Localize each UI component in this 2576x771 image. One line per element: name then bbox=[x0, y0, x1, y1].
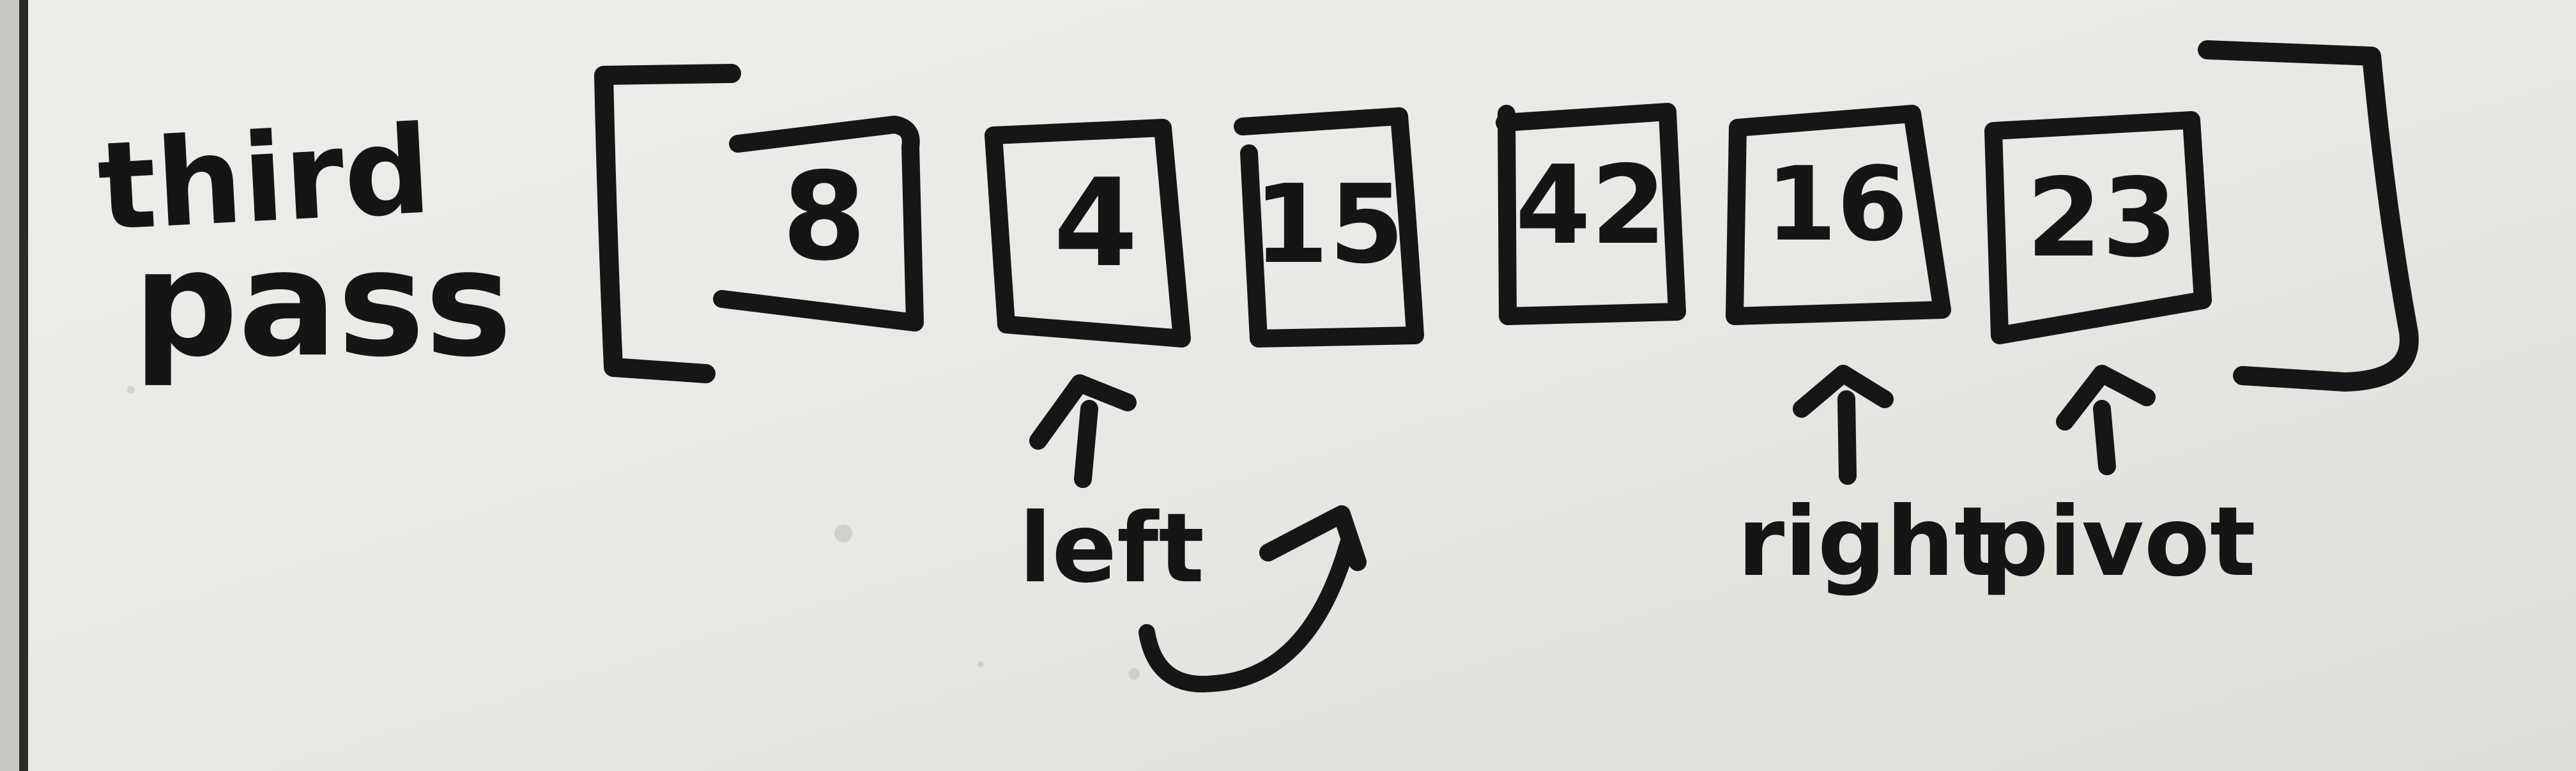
heading-pass: pass bbox=[133, 219, 512, 390]
move-curve-arrow bbox=[1138, 505, 1367, 692]
array-cell-value: 15 bbox=[1254, 162, 1405, 288]
array-cell-box bbox=[1496, 103, 1686, 325]
left-pointer-arrow bbox=[1029, 374, 1137, 488]
pivot-pointer-arrow bbox=[2056, 365, 2156, 475]
left-bracket bbox=[594, 64, 741, 383]
array-cell-box bbox=[985, 119, 1191, 347]
array-cell-box bbox=[1726, 105, 1951, 325]
array-cell-value: 8 bbox=[782, 146, 866, 287]
board-frame-margin bbox=[0, 0, 19, 771]
right-pointer-arrow bbox=[1793, 365, 1894, 485]
left-pointer-label: left bbox=[1019, 493, 1204, 604]
right-bracket bbox=[2198, 40, 2419, 392]
array-cell-value: 4 bbox=[1054, 153, 1138, 294]
board-smudges bbox=[127, 386, 1140, 680]
array-cell-box bbox=[1984, 111, 2212, 344]
array-cells bbox=[713, 103, 2212, 347]
right-pointer-label: right bbox=[1737, 487, 2000, 598]
array-cell-value: 16 bbox=[1766, 144, 1908, 264]
array-cell-value: 42 bbox=[1515, 142, 1667, 269]
board-frame-edge bbox=[19, 0, 28, 771]
array-cell-box bbox=[713, 116, 924, 332]
array-cell-box bbox=[1234, 107, 1424, 347]
array-cell-value: 23 bbox=[2027, 155, 2178, 282]
pivot-pointer-label: pivot bbox=[1980, 487, 2255, 598]
heading-third: third bbox=[95, 100, 434, 258]
